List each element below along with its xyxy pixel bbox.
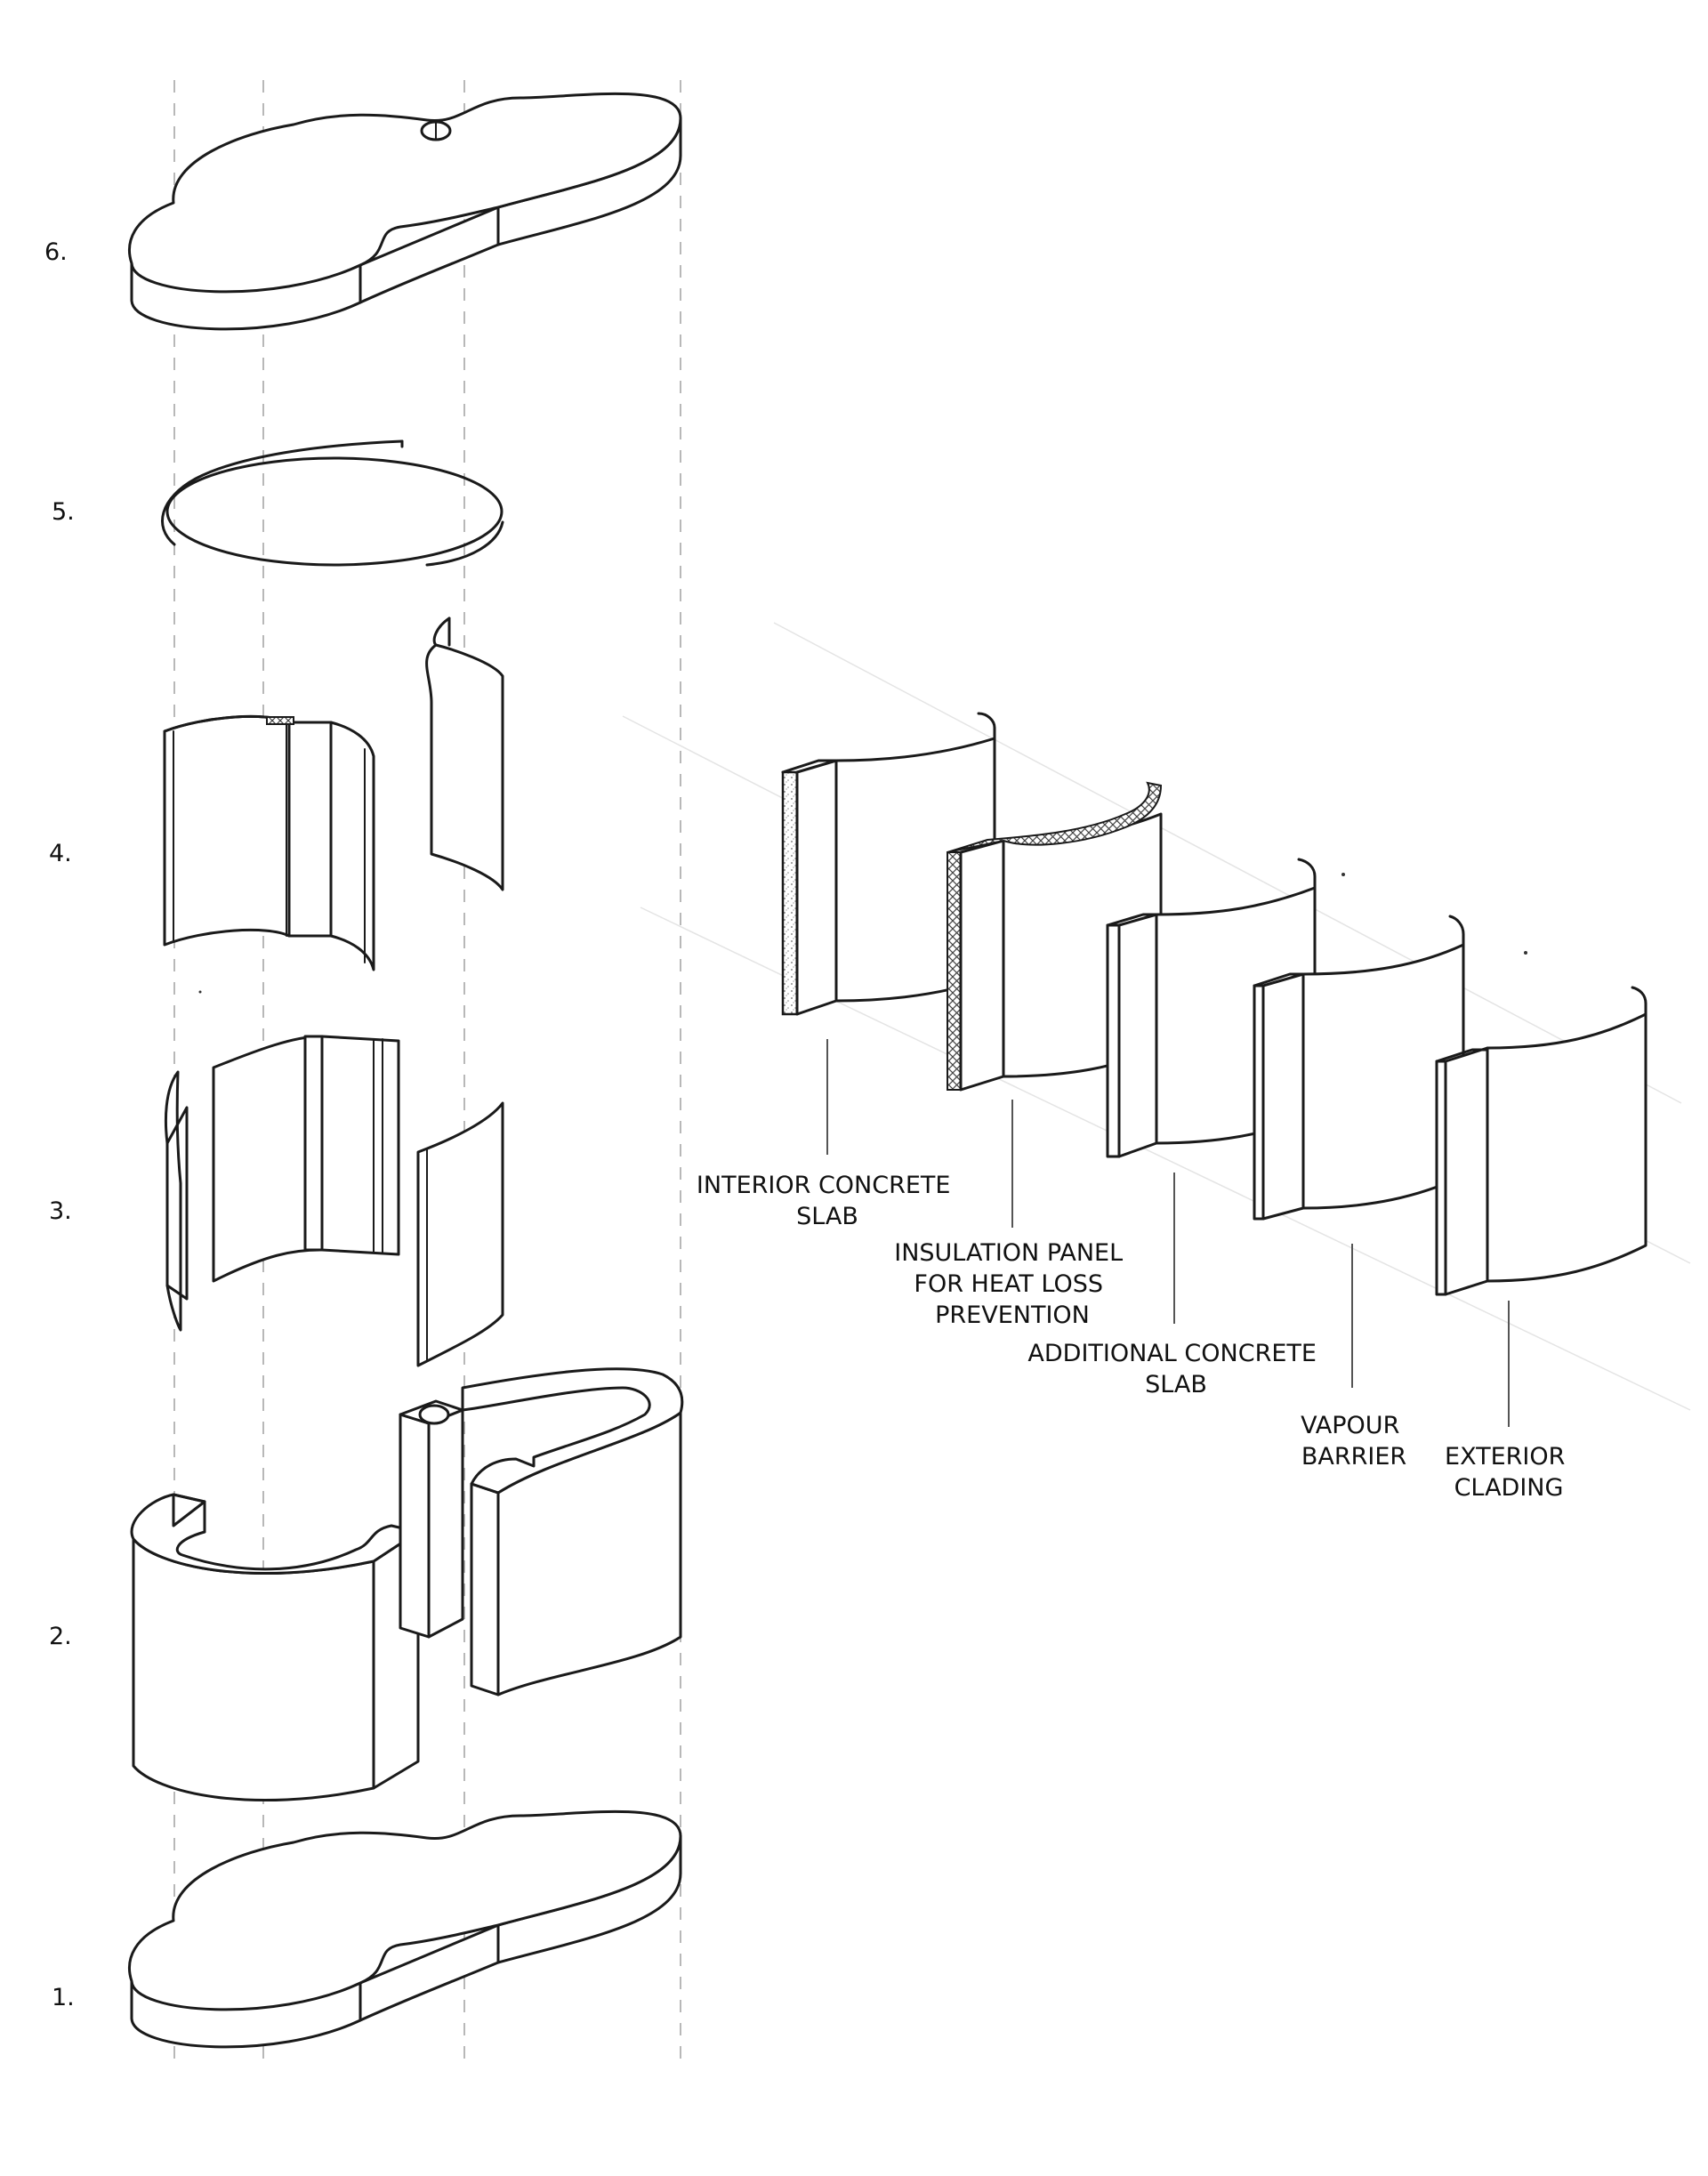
step-label-3: 3.	[49, 1197, 72, 1225]
step-labels: 6. 5. 4. 3. 2. 1.	[44, 238, 75, 2011]
foundation-slab	[128, 1809, 682, 2049]
step-label-2: 2.	[49, 1623, 72, 1650]
step-label-4: 4.	[49, 840, 72, 867]
step-label-6: 6.	[44, 238, 68, 266]
layer-callouts: INTERIOR CONCRETE SLAB INSULATION PANEL …	[697, 1172, 1573, 1502]
tension-ring	[161, 439, 504, 567]
callout-interior-concrete-slab: INTERIOR CONCRETE SLAB	[697, 1172, 958, 1230]
callout-additional-concrete-slab: ADDITIONAL CONCRETE SLAB	[1027, 1340, 1324, 1398]
leader-lines	[826, 1039, 1510, 1427]
callout-insulation-panel: INSULATION PANEL FOR HEAT LOSS PREVENTIO…	[894, 1239, 1131, 1329]
callout-vapour-barrier: VAPOUR BARRIER	[1301, 1412, 1407, 1471]
stray-marks	[198, 873, 1527, 994]
layer-panel-exterior-cladding	[1435, 986, 1648, 1296]
upper-wall-panels	[163, 617, 504, 971]
roof-slab	[128, 92, 682, 331]
middle-wall-layers	[164, 1035, 504, 1367]
layer-panel-vapour-barrier	[1253, 915, 1465, 1221]
callout-exterior-cladding: EXTERIOR CLADING	[1445, 1443, 1573, 1502]
structural-walls	[130, 1367, 684, 1802]
step-label-1: 1.	[52, 1984, 75, 2011]
step-label-5: 5.	[52, 498, 75, 526]
